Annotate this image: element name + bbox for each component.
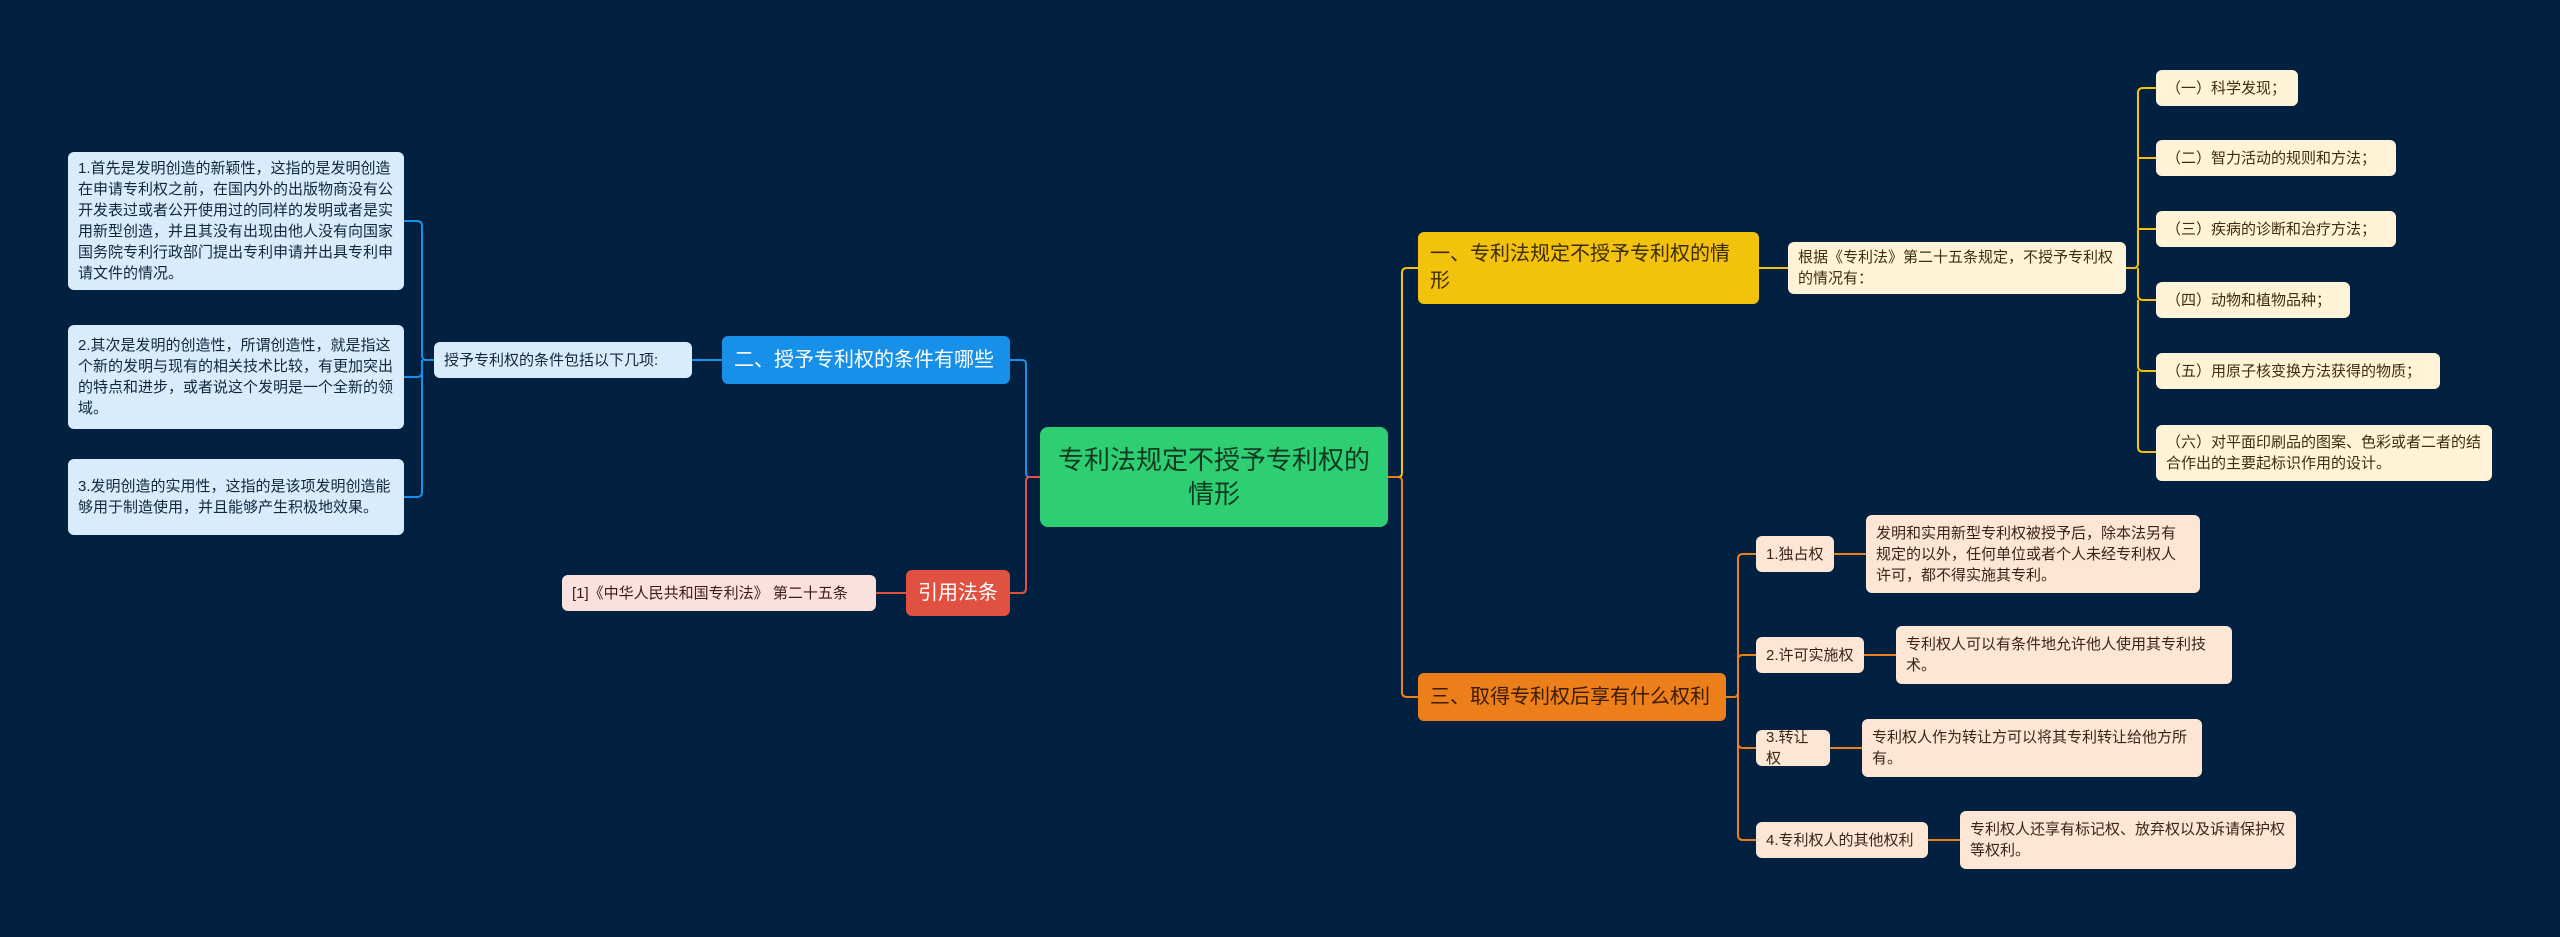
node-text: 专利权人作为转让方可以将其专利转让给他方所有。 (1872, 729, 2188, 767)
exclusion-item-node[interactable]: （二）智力活动的规则和方法； (2156, 140, 2396, 176)
exclusion-item-node[interactable]: （一）科学发现； (2156, 70, 2298, 106)
node-text: （二）智力活动的规则和方法； (2166, 149, 2377, 167)
node-text: 专利权人可以有条件地允许他人使用其专利技术。 (1906, 636, 2207, 674)
root-node[interactable]: 专利法规定不授予专利权的情形 (1040, 427, 1388, 527)
branch-node-exclusions[interactable]: 一、专利法规定不授予专利权的情形 (1418, 232, 1759, 304)
right-name-node[interactable]: 3.转让权 (1756, 730, 1830, 766)
node-text: 4.专利权人的其他权利 (1766, 831, 1914, 849)
node-text: 2.许可实施权 (1766, 646, 1854, 664)
node-text: 3.转让权 (1766, 730, 1809, 766)
branch-node-rights[interactable]: 三、取得专利权后享有什么权利 (1418, 673, 1726, 721)
exclusion-item-node[interactable]: （四）动物和植物品种； (2156, 282, 2350, 318)
condition-node[interactable]: 1.首先是发明创造的新颖性，这指的是发明创造在申请专利权之前，在国内外的出版物商… (68, 152, 404, 290)
node-text: 授予专利权的条件包括以下几项: (444, 351, 659, 369)
node-text: 1.独占权 (1766, 545, 1824, 563)
node-text: 2.其次是发明的创造性，所谓创造性，就是指这个新的发明与现有的相关技术比较，有更… (78, 337, 394, 417)
right-name-node[interactable]: 2.许可实施权 (1756, 637, 1864, 673)
root-label: 专利法规定不授予专利权的情形 (1058, 445, 1371, 509)
right-desc-node[interactable]: 专利权人还享有标记权、放弃权以及诉请保护权等权利。 (1960, 811, 2296, 869)
node-text: 3.发明创造的实用性，这指的是该项发明创造能够用于制造使用，并且能够产生积极地效… (78, 478, 391, 516)
exclusion-item-node[interactable]: （三）疾病的诊断和治疗方法； (2156, 211, 2396, 247)
branch-node-conditions[interactable]: 二、授予专利权的条件有哪些 (722, 336, 1010, 384)
node-text: （三）疾病的诊断和治疗方法； (2166, 220, 2377, 238)
branch-label: 引用法条 (918, 581, 998, 604)
node-text: 专利权人还享有标记权、放弃权以及诉请保护权等权利。 (1970, 821, 2286, 859)
right-name-node[interactable]: 4.专利权人的其他权利 (1756, 822, 1928, 858)
node-text: 发明和实用新型专利权被授予后，除本法另有规定的以外，任何单位或者个人未经专利权人… (1876, 524, 2177, 584)
branch-label: 二、授予专利权的条件有哪些 (734, 348, 994, 371)
condition-node[interactable]: 3.发明创造的实用性，这指的是该项发明创造能够用于制造使用，并且能够产生积极地效… (68, 459, 404, 535)
branch-label: 一、专利法规定不授予专利权的情形 (1430, 243, 1730, 292)
exclusion-item-node[interactable]: （六）对平面印刷品的图案、色彩或者二者的结合作出的主要起标识作用的设计。 (2156, 425, 2492, 481)
node-text: （四）动物和植物品种； (2166, 291, 2332, 309)
citation-ref-node[interactable]: [1]《中华人民共和国专利法》 第二十五条 (562, 575, 876, 611)
node-text: （一）科学发现； (2166, 79, 2287, 97)
branch-node-citation[interactable]: 引用法条 (906, 570, 1010, 616)
node-text: （六）对平面印刷品的图案、色彩或者二者的结合作出的主要起标识作用的设计。 (2166, 434, 2482, 472)
condition-node[interactable]: 2.其次是发明的创造性，所谓创造性，就是指这个新的发明与现有的相关技术比较，有更… (68, 325, 404, 429)
branch-label: 三、取得专利权后享有什么权利 (1430, 685, 1710, 708)
node-text: [1]《中华人民共和国专利法》 第二十五条 (572, 584, 848, 602)
node-text: （五）用原子核变换方法获得的物质； (2166, 362, 2422, 380)
exclusion-item-node[interactable]: （五）用原子核变换方法获得的物质； (2156, 353, 2440, 389)
right-name-node[interactable]: 1.独占权 (1756, 536, 1834, 572)
right-desc-node[interactable]: 专利权人可以有条件地允许他人使用其专利技术。 (1896, 626, 2232, 684)
node-text: 1.首先是发明创造的新颖性，这指的是发明创造在申请专利权之前，在国内外的出版物商… (78, 160, 394, 282)
right-desc-node[interactable]: 专利权人作为转让方可以将其专利转让给他方所有。 (1862, 719, 2202, 777)
node-text: 根据《专利法》第二十五条规定，不授予专利权的情况有： (1798, 249, 2114, 287)
exclusions-intro-node[interactable]: 根据《专利法》第二十五条规定，不授予专利权的情况有： (1788, 242, 2126, 294)
right-desc-node[interactable]: 发明和实用新型专利权被授予后，除本法另有规定的以外，任何单位或者个人未经专利权人… (1866, 515, 2200, 593)
conditions-intro-node[interactable]: 授予专利权的条件包括以下几项: (434, 342, 692, 378)
